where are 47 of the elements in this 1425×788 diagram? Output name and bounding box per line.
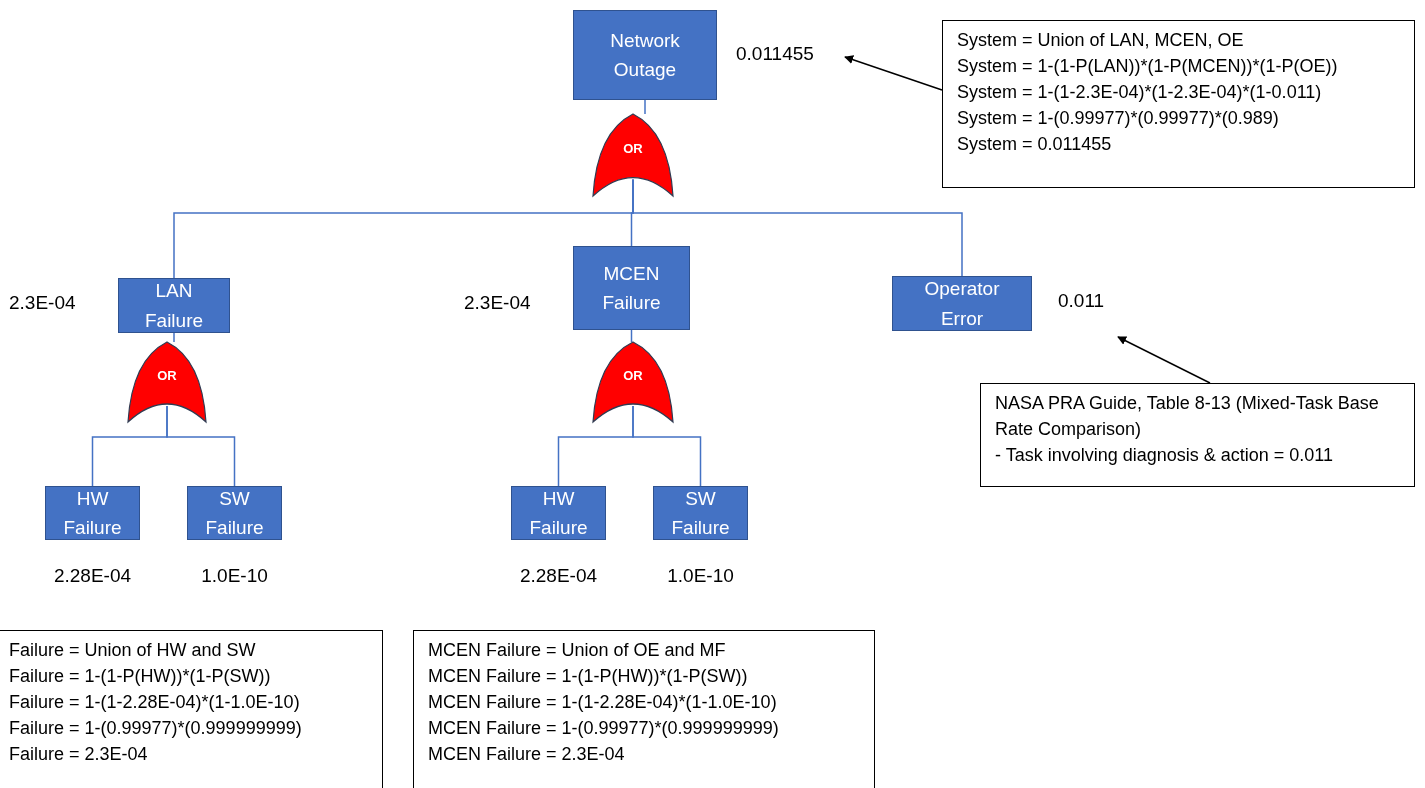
gate-label: OR [156, 368, 178, 384]
event-label: SW Failure [670, 486, 731, 540]
note-text: MCEN Failure = 1-(0.99977)*(0.999999999) [428, 717, 780, 741]
gate-label: OR [622, 368, 644, 384]
note-text: MCEN Failure = 1-(1-P(HW))*(1-P(SW)) [428, 665, 749, 689]
note-text: Failure = 1-(1-P(HW))*(1-P(SW)) [9, 665, 272, 689]
event-label: HW Failure [62, 486, 123, 540]
note-text: MCEN Failure = Union of OE and MF [428, 639, 727, 662]
note-box [980, 383, 1415, 487]
probability-value: 2.28E-04 [518, 565, 599, 587]
connector-line [644, 99, 646, 115]
connector-line [632, 405, 702, 487]
note-text: Failure = 1-(0.99977)*(0.999999999) [9, 717, 303, 741]
note-text: System = 0.011455 [957, 133, 1113, 157]
event-label: Operator Error [923, 277, 1001, 331]
note-text: - Task involving diagnosis & action = 0.011 [995, 444, 1335, 468]
note-text: System = 1-(1-2.3E-04)*(1-2.3E-04)*(1-0.011) [957, 81, 1323, 105]
probability-value: 0.011 [1058, 290, 1105, 312]
event-label: HW Failure [528, 486, 589, 540]
note-text: System = 1-(0.99977)*(0.99977)*(0.989) [957, 107, 1280, 131]
probability-value: 0.011455 [736, 43, 814, 65]
note-text: Failure = Union of HW and SW [9, 639, 257, 662]
event-label: LAN Failure [143, 279, 205, 333]
note-text: System = Union of LAN, MCEN, OE [957, 29, 1245, 52]
event-label: Network Outage [609, 28, 681, 82]
pointer-arrow [844, 55, 943, 91]
note-box [942, 20, 1415, 188]
probability-value: 2.28E-04 [52, 565, 133, 587]
note-text: System = 1-(1-P(LAN))*(1-P(MCEN))*(1-P(OE)) [957, 55, 1339, 79]
note-text: Failure = 1-(1-2.28E-04)*(1-1.0E-10) [9, 691, 301, 715]
connector-line [166, 405, 236, 487]
event-label: MCEN Failure [601, 261, 662, 315]
note-text: Failure = 2.3E-04 [9, 743, 149, 767]
note-text: MCEN Failure = 2.3E-04 [428, 743, 626, 767]
pointer-arrow [1117, 336, 1211, 384]
gate-label: OR [622, 141, 644, 157]
probability-value: 2.3E-04 [464, 292, 531, 314]
probability-value: 2.3E-04 [9, 292, 76, 314]
note-box [0, 630, 383, 788]
probability-value: 1.0E-10 [200, 565, 269, 587]
connector-line [632, 178, 963, 277]
event-label: SW Failure [204, 486, 265, 540]
note-text: MCEN Failure = 1-(1-2.28E-04)*(1-1.0E-10) [428, 691, 778, 715]
connector-line [173, 332, 175, 343]
probability-value: 1.0E-10 [666, 565, 735, 587]
note-box [413, 630, 875, 788]
note-text: NASA PRA Guide, Table 8-13 (Mixed-Task Base Rate Comparison) [995, 392, 1380, 442]
